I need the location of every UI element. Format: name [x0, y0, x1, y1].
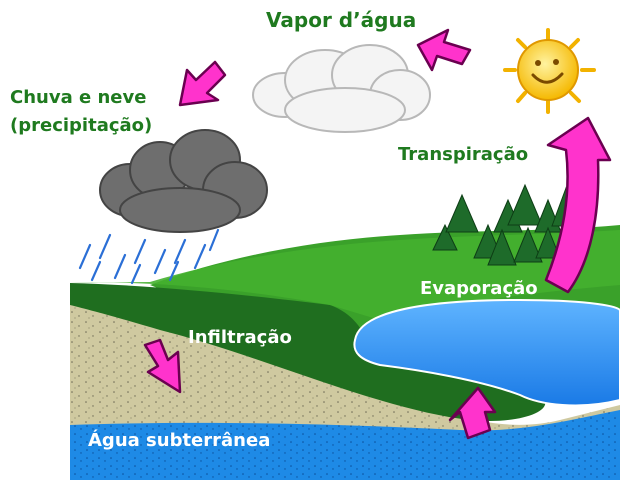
tree-icon [445, 193, 479, 233]
arrow-icon [448, 386, 497, 440]
label-transpiration: Transpiração [398, 144, 528, 165]
tree-icon [432, 223, 458, 251]
tree-icon [535, 226, 561, 259]
arrows [143, 28, 612, 440]
front-hill [70, 283, 546, 421]
label-vapor: Vapor d’água [266, 8, 416, 32]
white-cloud-icon [252, 44, 431, 133]
sun-icon [503, 28, 596, 114]
rain-cloud-icon [99, 129, 268, 233]
label-infiltration: Infiltração [188, 327, 292, 348]
arrow-icon [178, 60, 227, 107]
landscape [70, 225, 621, 480]
label-precipitation-line2: (precipitação) [10, 115, 152, 136]
labels: Vapor d’água Chuva e neve (precipitação)… [10, 8, 538, 451]
groundwater-layer [70, 410, 620, 480]
tree-icon [487, 228, 517, 266]
arrow-icon [416, 28, 472, 72]
label-groundwater: Água subterrânea [88, 429, 270, 451]
label-evaporation: Evaporação [420, 278, 538, 299]
rain-streaks [78, 228, 220, 285]
label-precipitation-line1: Chuva e neve [10, 87, 146, 108]
lake [353, 298, 621, 407]
arrow-icon [143, 338, 182, 394]
arrow-icon [544, 116, 612, 294]
tree-icon [507, 183, 543, 226]
tree-icon [513, 226, 543, 263]
